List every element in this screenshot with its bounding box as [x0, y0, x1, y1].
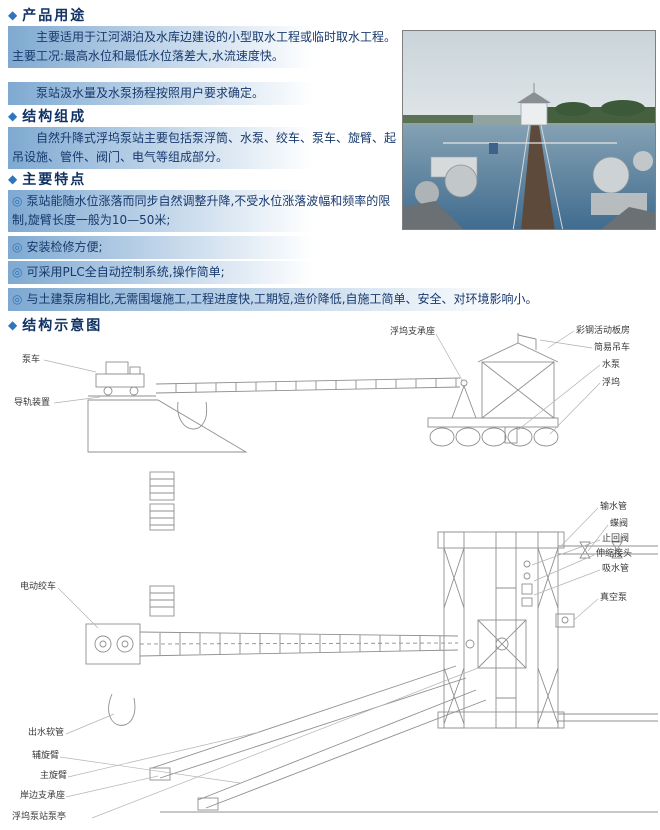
diagram-label-suction-pipe: 吸水管: [602, 564, 630, 574]
diagram-label-water-delivery-pipe: 输水管: [600, 502, 628, 512]
feature-item: ◎可采用PLC全自动控制系统,操作简单;: [8, 261, 400, 284]
feature-item: ◎与土建泵房相比,无需围堰施工,工程进度快,工期短,造价降低,自施工简单、安全、…: [8, 288, 656, 311]
diagram-label-butterfly-valve: 蝶阀: [610, 519, 629, 529]
pump-station-photo: [402, 30, 656, 230]
feature-text: 可采用PLC全自动控制系统,操作简单;: [26, 265, 225, 279]
diamond-icon: ◆: [8, 109, 18, 123]
diagram-label-auxiliary-arm: 辅旋臂: [32, 751, 60, 761]
section-heading-diagram: ◆ 结构示意图: [8, 315, 102, 335]
diagram-label-pump-car: 泵车: [22, 355, 41, 365]
diagram-label-expansion-joint: 伸缩接头: [596, 549, 633, 559]
diamond-icon: ◆: [8, 318, 18, 332]
section-heading-product-use: ◆ 产品用途: [8, 5, 86, 25]
section-title-composition: 结构组成: [22, 109, 87, 125]
diagram-label-water-pump: 水泵: [602, 360, 621, 370]
diagram-label-floating-dock: 浮坞: [602, 378, 621, 388]
diamond-icon: ◆: [8, 8, 18, 22]
diamond-icon: ◆: [8, 172, 18, 186]
diagram-label-main-arm: 主旋臂: [40, 771, 68, 781]
diagram-label-outlet-hose: 出水软管: [28, 728, 65, 738]
feature-item: ◎安装检修方便;: [8, 236, 400, 259]
bullet-icon: ◎: [12, 194, 23, 208]
section-title-diagram: 结构示意图: [22, 318, 103, 334]
section-heading-features: ◆ 主要特点: [8, 169, 86, 189]
diagram-label-check-valve: 止回阀: [602, 534, 630, 544]
diagram-label-shore-support: 岸边支承座: [20, 791, 66, 801]
diagram-label-guide-rail: 导轨装置: [14, 398, 51, 408]
feature-text: 与土建泵房相比,无需围堰施工,工程进度快,工期短,造价降低,自施工简单、安全、对…: [26, 292, 538, 306]
diagram-label-steel-house: 彩钢活动板房: [576, 326, 631, 336]
feature-item: ◎泵站能随水位涨落而同步自然调整升降,不受水位涨落波幅和频率的限制,旋臂长度一般…: [8, 190, 400, 232]
photo-art: [403, 31, 655, 229]
feature-text: 安装检修方便;: [26, 240, 103, 254]
diagram-label-pump-pavilion: 浮坞泵站泵亭: [12, 812, 67, 822]
diagram-label-dock-support: 浮坞支承座: [390, 327, 436, 337]
composition-paragraph: 自然升降式浮坞泵站主要包括泵浮筒、水泵、绞车、泵车、旋臂、起吊设施、管件、阀门、…: [8, 127, 400, 169]
section-heading-composition: ◆ 结构组成: [8, 106, 86, 126]
bullet-icon: ◎: [12, 240, 23, 254]
product-use-paragraph-2: 泵站汲水量及水泵扬程按照用户要求确定。: [8, 82, 400, 105]
side-view-drawing: [43, 330, 601, 453]
diagram-label-vacuum-pump: 真空泵: [600, 593, 628, 603]
feature-text: 泵站能随水位涨落而同步自然调整升降,不受水位涨落波幅和频率的限制,旋臂长度一般为…: [12, 194, 391, 227]
plan-view-drawing: [57, 471, 658, 819]
diagram-label-simple-crane: 简易吊车: [594, 343, 631, 353]
section-title-features: 主要特点: [22, 172, 87, 188]
section-title-product-use: 产品用途: [22, 8, 87, 24]
diagram-label-electric-winch: 电动绞车: [20, 582, 57, 592]
bullet-icon: ◎: [12, 265, 23, 279]
product-use-paragraph-1: 主要适用于江河湖泊及水库边建设的小型取水工程或临时取水工程。主要工况:最高水位和…: [8, 26, 400, 68]
bullet-icon: ◎: [12, 292, 23, 306]
